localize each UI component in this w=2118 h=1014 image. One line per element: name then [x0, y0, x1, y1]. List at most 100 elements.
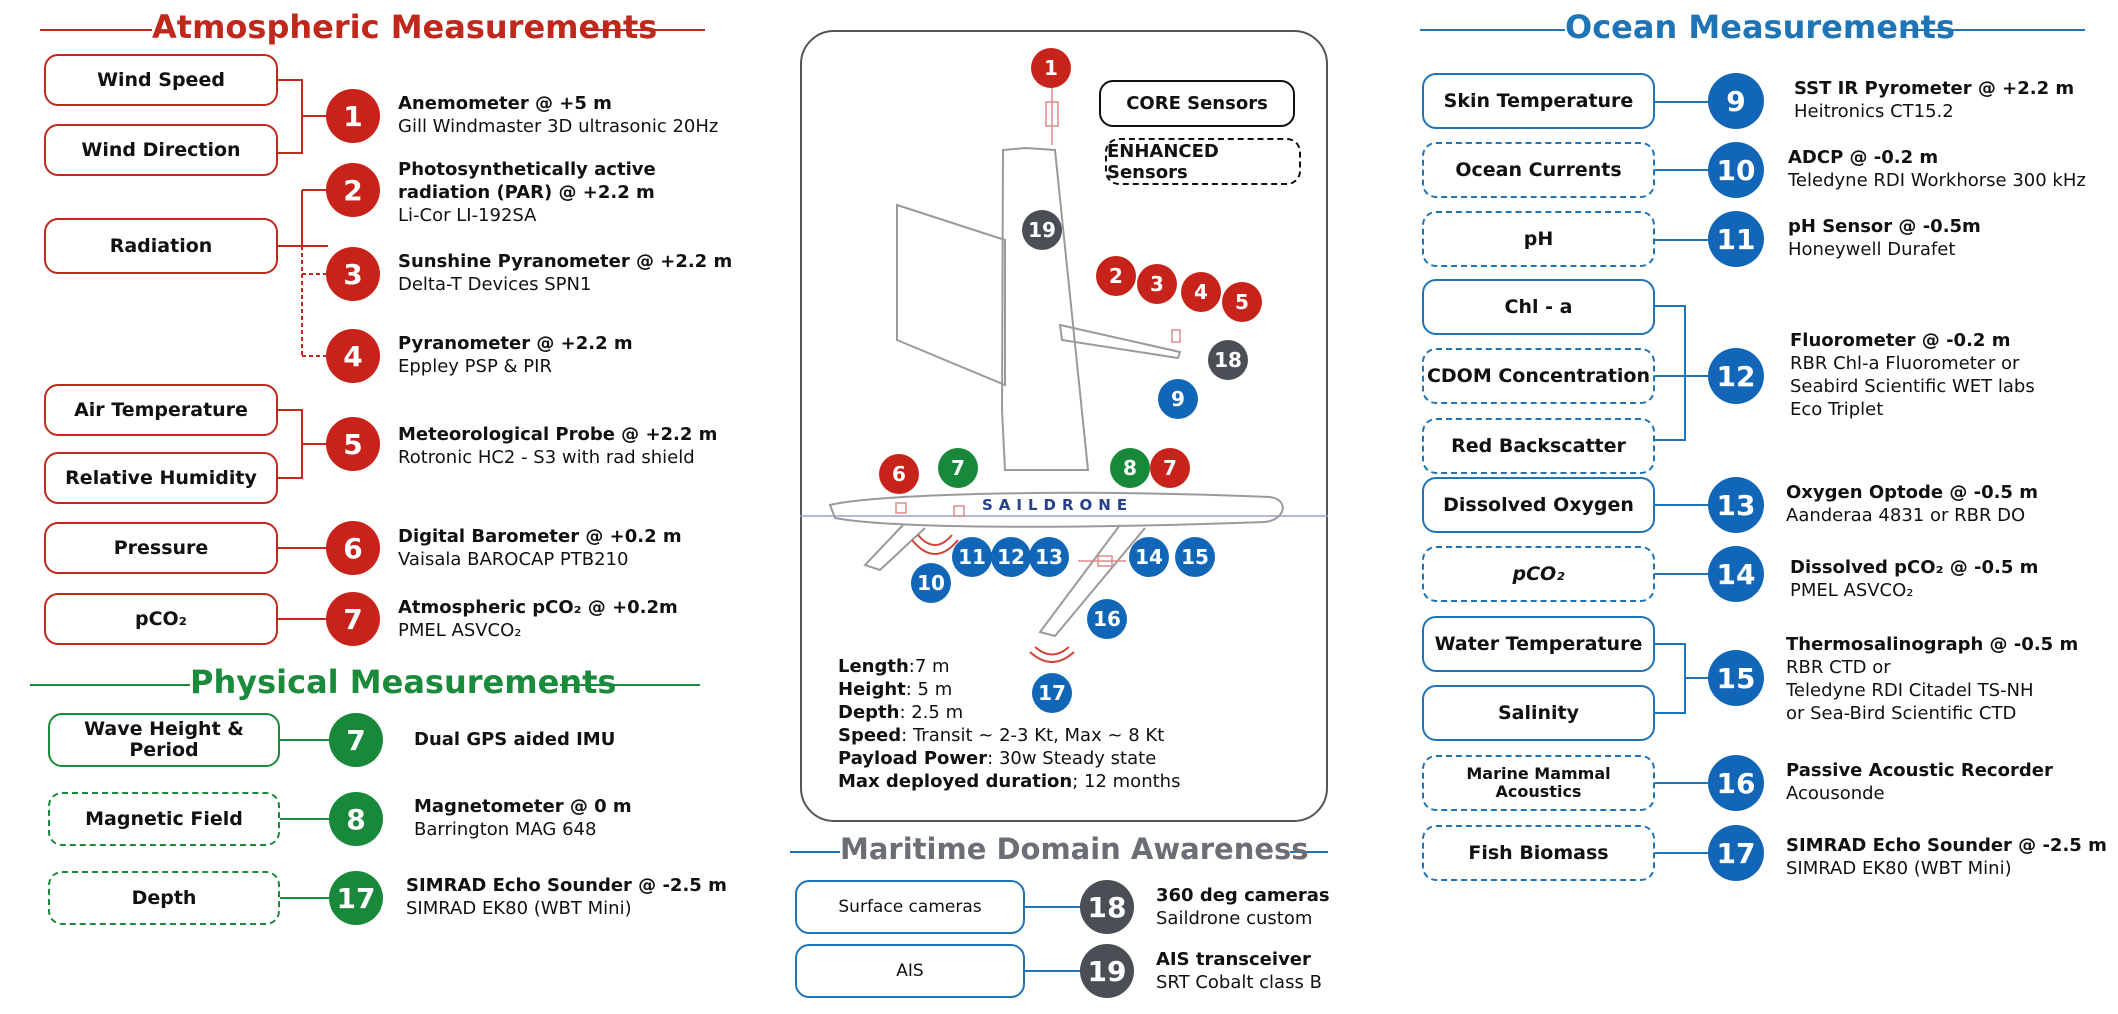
- sensor-model: Vaisala BAROCAP PTB210: [398, 549, 629, 570]
- spec-value: ; 12 months: [1072, 771, 1181, 792]
- sensor-desc-7: Atmospheric pCO₂ @ +0.2m PMEL ASVCO₂: [398, 596, 678, 642]
- sensor-desc-imu: Dual GPS aided IMU: [414, 728, 615, 751]
- pill-ais[interactable]: AIS: [795, 944, 1025, 998]
- pill-salinity[interactable]: Salinity: [1422, 685, 1655, 741]
- sensor-title: Atmospheric pCO₂ @ +0.2m: [398, 597, 678, 618]
- spec-key: Height: [838, 679, 906, 700]
- sensor-title: Anemometer @ +5 m: [398, 93, 612, 114]
- pill-wind-speed[interactable]: Wind Speed: [44, 54, 278, 106]
- sensor-title: Magnetometer @ 0 m: [414, 796, 632, 817]
- sensor-desc-12: Fluorometer @ -0.2 m RBR Chl-a Fluoromet…: [1790, 329, 2035, 421]
- sensor-title: Digital Barometer @ +0.2 m: [398, 526, 682, 547]
- marker-19: 19: [1080, 944, 1134, 998]
- spec-height: Height: 5 m: [838, 678, 1180, 701]
- pill-wind-direction[interactable]: Wind Direction: [44, 124, 278, 176]
- marker-5: 5: [326, 417, 380, 471]
- sensor-title: Thermosalinograph @ -0.5 m: [1786, 634, 2079, 655]
- pill-radiation[interactable]: Radiation: [44, 218, 278, 274]
- pill-water-temperature[interactable]: Water Temperature: [1422, 616, 1655, 672]
- marker-17-ocean: 17: [1708, 825, 1764, 881]
- sensor-model-line3: or Sea-Bird Scientific CTD: [1786, 703, 2017, 724]
- pill-ph[interactable]: pH: [1422, 211, 1655, 267]
- marker-13: 13: [1708, 477, 1764, 533]
- sensor-desc-17-physical: SIMRAD Echo Sounder @ -2.5 m SIMRAD EK80…: [406, 874, 727, 920]
- marker-18: 18: [1080, 880, 1134, 934]
- sensor-model: PMEL ASVCO₂: [398, 620, 522, 641]
- sensor-title: 360 deg cameras: [1156, 885, 1330, 906]
- marker-8: 8: [329, 792, 383, 846]
- marker-7: 7: [326, 592, 380, 646]
- marker-6: 6: [326, 521, 380, 575]
- pill-fish-biomass[interactable]: Fish Biomass: [1422, 825, 1655, 881]
- drone-marker-6: 6: [879, 454, 919, 494]
- drone-marker-14: 14: [1129, 537, 1169, 577]
- drone-marker-10: 10: [911, 563, 951, 603]
- spec-max-duration: Max deployed duration; 12 months: [838, 770, 1180, 793]
- pill-wave-height-period[interactable]: Wave Height & Period: [48, 713, 280, 767]
- sensor-desc-9: SST IR Pyrometer @ +2.2 m Heitronics CT1…: [1794, 77, 2074, 123]
- spec-value: : 30w Steady state: [987, 748, 1157, 769]
- drone-marker-15: 15: [1175, 537, 1215, 577]
- pill-dissolved-oxygen[interactable]: Dissolved Oxygen: [1422, 477, 1655, 533]
- sensor-title: Oxygen Optode @ -0.5 m: [1786, 482, 2038, 503]
- sensor-title: SST IR Pyrometer @ +2.2 m: [1794, 78, 2075, 99]
- sensor-title: AIS transceiver: [1156, 949, 1311, 970]
- sensor-title: Passive Acoustic Recorder: [1786, 760, 2053, 781]
- sensor-title: Meteorological Probe @ +2.2 m: [398, 424, 718, 445]
- drone-marker-19: 19: [1022, 210, 1062, 250]
- sensor-model: Acousonde: [1786, 783, 1885, 804]
- drone-marker-7-red: 7: [1150, 448, 1190, 488]
- sensor-desc-19: AIS transceiver SRT Cobalt class B: [1156, 948, 1322, 994]
- sensor-model: Honeywell Durafet: [1788, 239, 1956, 260]
- sensor-model: Rotronic HC2 - S3 with rad shield: [398, 447, 695, 468]
- sensor-desc-14: Dissolved pCO₂ @ -0.5 m PMEL ASVCO₂: [1790, 556, 2038, 602]
- sensor-desc-17-ocean: SIMRAD Echo Sounder @ -2.5 m SIMRAD EK80…: [1786, 834, 2107, 880]
- sensor-desc-15: Thermosalinograph @ -0.5 m RBR CTD or Te…: [1786, 633, 2078, 725]
- ocean-title: Ocean Measurements: [1565, 8, 1956, 46]
- pill-magnetic-field[interactable]: Magnetic Field: [48, 792, 280, 846]
- sensor-desc-16: Passive Acoustic Recorder Acousonde: [1786, 759, 2053, 805]
- spec-key: Speed: [838, 725, 902, 746]
- saildrone-hull-label: SAILDRONE: [982, 496, 1134, 514]
- sensor-desc-6: Digital Barometer @ +0.2 m Vaisala BAROC…: [398, 525, 682, 571]
- drone-marker-17: 17: [1032, 673, 1072, 713]
- drone-marker-16: 16: [1087, 599, 1127, 639]
- pill-depth[interactable]: Depth: [48, 871, 280, 925]
- spec-key: Length: [838, 656, 909, 677]
- sensor-model-line3: Eco Triplet: [1790, 399, 1884, 420]
- drone-specs: Length:7 m Height: 5 m Depth: 2.5 m Spee…: [838, 655, 1180, 793]
- pill-relative-humidity[interactable]: Relative Humidity: [44, 452, 278, 504]
- pill-air-temperature[interactable]: Air Temperature: [44, 384, 278, 436]
- sensor-title: SIMRAD Echo Sounder @ -2.5 m: [1786, 835, 2107, 856]
- sensor-model: PMEL ASVCO₂: [1790, 580, 1914, 601]
- drone-marker-12: 12: [991, 537, 1031, 577]
- pill-ocean-currents[interactable]: Ocean Currents: [1422, 142, 1655, 198]
- pill-pressure[interactable]: Pressure: [44, 522, 278, 574]
- spec-speed: Speed: Transit ~ 2-3 Kt, Max ~ 8 Kt: [838, 724, 1180, 747]
- spec-payload-power: Payload Power: 30w Steady state: [838, 747, 1180, 770]
- marker-16: 16: [1708, 755, 1764, 811]
- sensor-model: SRT Cobalt class B: [1156, 972, 1322, 993]
- spec-key: Depth: [838, 702, 900, 723]
- pill-pco2-ocean[interactable]: pCO₂: [1422, 546, 1655, 602]
- sensor-title: Fluorometer @ -0.2 m: [1790, 330, 2011, 351]
- maritime-title: Maritime Domain Awareness: [840, 832, 1309, 866]
- pill-marine-mammal-acoustics[interactable]: Marine Mammal Acoustics: [1422, 755, 1655, 811]
- pill-cdom[interactable]: CDOM Concentration: [1422, 348, 1655, 404]
- sensor-model-line2: Seabird Scientific WET labs: [1790, 376, 2035, 397]
- sensor-title-line2: radiation (PAR) @ +2.2 m: [398, 182, 655, 203]
- sensor-desc-18: 360 deg cameras Saildrone custom: [1156, 884, 1330, 930]
- sensor-model: RBR CTD or: [1786, 657, 1891, 678]
- sensor-title: SIMRAD Echo Sounder @ -2.5 m: [406, 875, 727, 896]
- sensor-desc-11: pH Sensor @ -0.5m Honeywell Durafet: [1788, 215, 1981, 261]
- pill-pco2-atm[interactable]: pCO₂: [44, 593, 278, 645]
- pill-red-backscatter[interactable]: Red Backscatter: [1422, 418, 1655, 474]
- pill-chl-a[interactable]: Chl - a: [1422, 279, 1655, 335]
- marker-10: 10: [1708, 142, 1764, 198]
- sensor-desc-5: Meteorological Probe @ +2.2 m Rotronic H…: [398, 423, 717, 469]
- pill-skin-temperature[interactable]: Skin Temperature: [1422, 73, 1655, 129]
- sensor-model: RBR Chl-a Fluorometer or: [1790, 353, 2020, 374]
- marker-17-physical: 17: [329, 871, 383, 925]
- pill-surface-cameras[interactable]: Surface cameras: [795, 880, 1025, 934]
